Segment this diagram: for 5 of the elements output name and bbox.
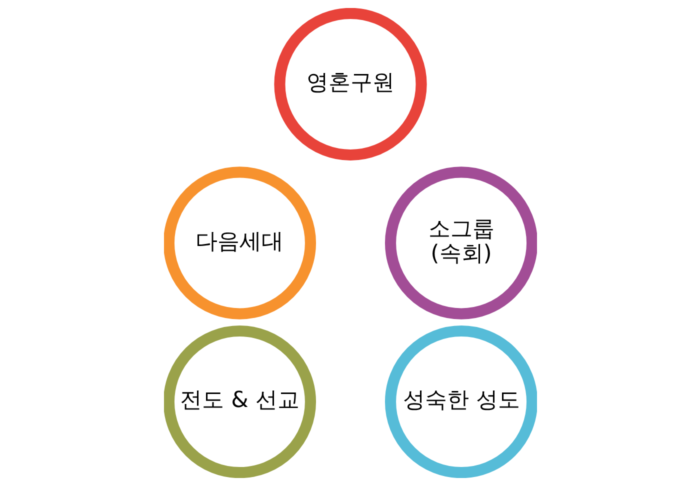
node-circle: 성숙한 성도: [384, 325, 536, 478]
node-circle: 영혼구원: [274, 8, 426, 161]
node-circle: 다음세대: [164, 166, 316, 320]
node-circle: 전도 & 선교: [164, 325, 316, 478]
node-circle: 소그룹 (속회): [384, 166, 536, 320]
